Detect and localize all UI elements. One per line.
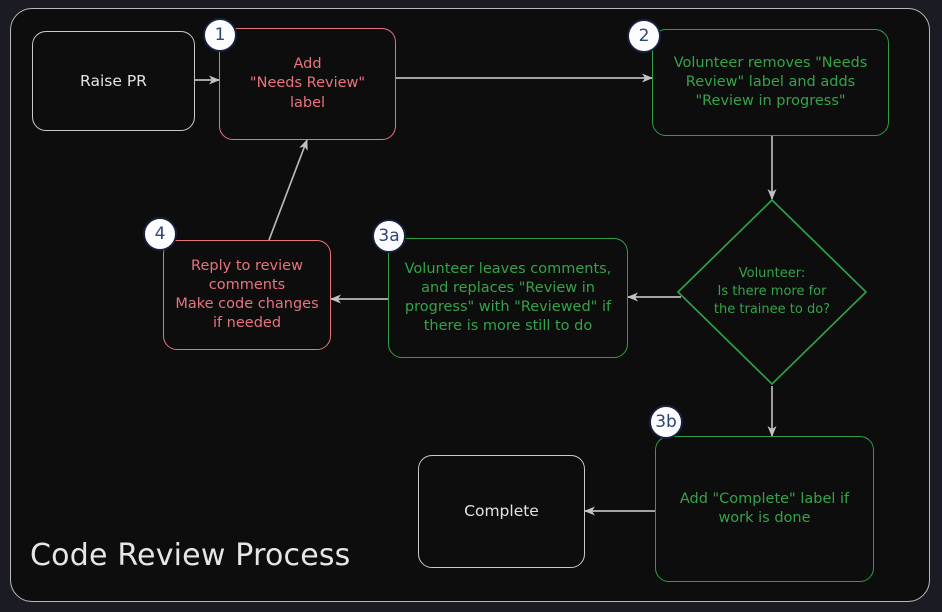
node-reply-line1: Reply to review [191, 257, 303, 274]
node-decision-line2: Is there more for [717, 283, 827, 299]
node-decision-more-work[interactable]: Volunteer: Is there more for the trainee… [675, 197, 869, 387]
node-reply-line2: comments [208, 276, 286, 293]
node-decision-line1: Volunteer: [738, 265, 806, 281]
node-reply-line4: if needed [212, 315, 282, 332]
badge-step-2: 2 [627, 19, 661, 53]
node-add-complete-label[interactable]: Add "Complete" label if work is done [655, 436, 874, 582]
badge-step-1: 1 [203, 18, 237, 52]
node-volunteer-removes-line3: "Review in progress" [695, 93, 846, 110]
badge-step-3a: 3a [372, 219, 406, 253]
node-volunteer-removes-line2: Review" label and adds [685, 73, 856, 90]
badge-step-4: 4 [143, 217, 177, 251]
node-add-label-line1: Add [293, 56, 322, 73]
node-decision-line3: the trainee to do? [713, 302, 831, 318]
node-add-label-line3: label [289, 94, 326, 111]
node-complete[interactable]: Complete [418, 455, 585, 568]
diagram-title: Code Review Process [30, 538, 351, 573]
node-volunteer-leaves-comments[interactable]: Volunteer leaves comments, and replaces … [388, 238, 628, 358]
node-leaves-comments-line2: and replaces "Review in [421, 279, 595, 296]
node-reply-to-review-comments[interactable]: Reply to review comments Make code chang… [163, 240, 331, 350]
node-leaves-comments-line3: progress" with "Reviewed" if [404, 299, 612, 315]
node-add-complete-line2: work is done [718, 510, 811, 526]
node-add-label-line2: "Needs Review" [249, 75, 366, 92]
node-complete-label: Complete [464, 502, 539, 521]
node-leaves-comments-line4: there is more still to do [423, 318, 593, 335]
node-leaves-comments-line1: Volunteer leaves comments, [404, 260, 612, 277]
node-raise-pr[interactable]: Raise PR [32, 31, 195, 131]
node-add-complete-line1: Add "Complete" label if [679, 490, 850, 507]
node-reply-line3: Make code changes [175, 296, 319, 312]
node-volunteer-removes-label[interactable]: Volunteer removes "Needs Review" label a… [652, 29, 889, 136]
node-raise-pr-label: Raise PR [80, 71, 147, 90]
decision-diamond-shape [677, 199, 867, 385]
node-volunteer-removes-line1: Volunteer removes "Needs [673, 54, 868, 71]
badge-step-3b: 3b [649, 405, 683, 439]
node-add-needs-review-label[interactable]: Add "Needs Review" label [219, 28, 396, 140]
